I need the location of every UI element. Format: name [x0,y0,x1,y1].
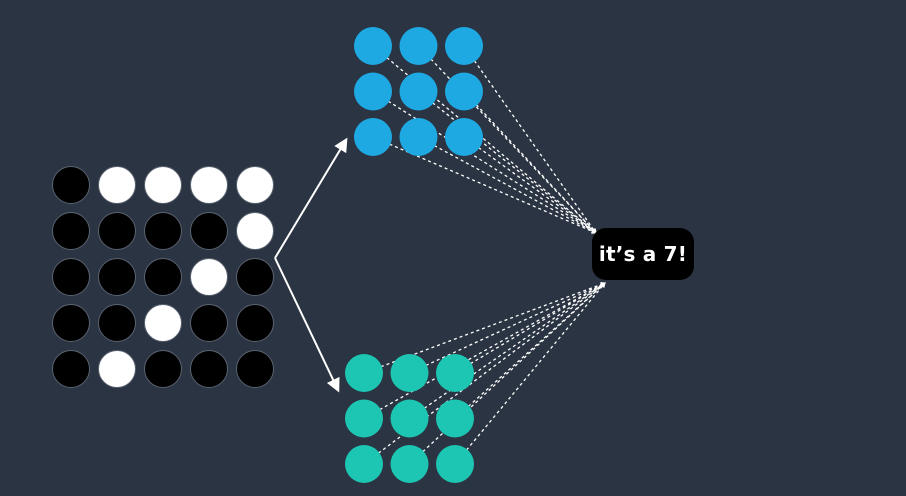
input-pixel [52,212,90,250]
input-pixel [98,166,136,204]
group-a-connection [463,91,597,234]
group-a-node [354,27,392,65]
input-pixel [190,350,228,388]
group-b-connection [454,282,606,465]
group-b-node [436,399,474,438]
input-pixel-grid [52,166,274,388]
group-a-connection [372,136,597,234]
group-a-connection [418,136,597,234]
input-pixel [236,258,274,296]
group-b-node [436,445,474,483]
node-group-a [354,27,483,156]
input-pixel [52,166,90,204]
group-b-connection [454,282,606,374]
group-a-node [445,72,483,111]
input-pixel [190,212,228,250]
arrow-to-group-b [274,257,340,393]
group-a-node [354,72,392,111]
group-b-node [345,399,383,438]
group-b-connection [409,282,606,420]
connection-lines [363,45,606,465]
input-pixel [98,212,136,250]
input-pixel [190,258,228,296]
group-a-connection [372,90,597,234]
input-pixel [98,304,136,342]
group-b-node [390,445,429,483]
group-a-node [399,27,438,65]
input-pixel [98,350,136,388]
group-b-node [390,399,429,438]
group-a-node [399,118,438,156]
input-pixel [144,166,182,204]
group-b-connection [454,282,606,419]
node-group-b [345,354,474,483]
input-pixel [236,304,274,342]
input-pixel [236,212,274,250]
group-a-connection [418,45,597,234]
group-a-node [399,72,438,111]
input-pixel [144,212,182,250]
arrow-to-group-a [274,137,348,259]
input-pixel [98,258,136,296]
input-pixel [144,304,182,342]
input-pixel [52,258,90,296]
input-pixel [52,350,90,388]
input-pixel [144,350,182,388]
group-a-connection [418,90,597,234]
group-b-connection [363,282,606,420]
group-b-node [345,354,383,392]
result-label: it’s a 7! [592,228,694,280]
group-b-node [345,445,383,483]
group-a-node [445,118,483,156]
branch-arrows [274,137,348,393]
input-pixel [144,258,182,296]
group-b-connection [409,282,606,465]
input-pixel [52,304,90,342]
input-pixel [236,350,274,388]
group-b-node [436,354,474,392]
group-a-connection [463,45,597,234]
group-a-node [445,27,483,65]
input-pixel [190,304,228,342]
input-pixel [190,166,228,204]
group-b-connection [409,282,606,374]
group-b-node [390,354,429,392]
group-a-node [354,118,392,156]
input-pixel [236,166,274,204]
